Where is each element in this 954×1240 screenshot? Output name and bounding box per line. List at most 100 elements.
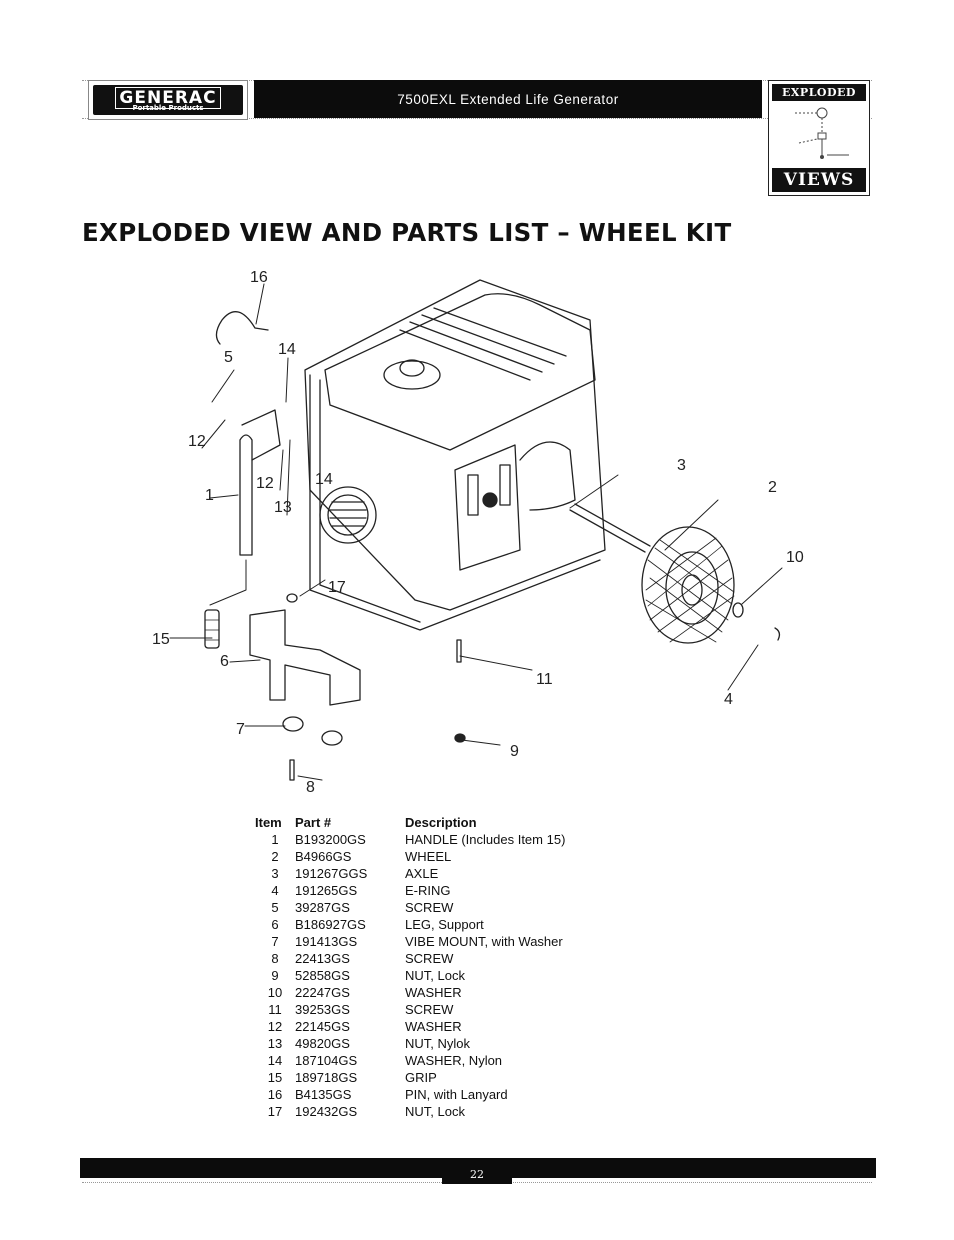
row-part-number: 49820GS <box>295 1036 350 1051</box>
row-item: 12 <box>267 1019 283 1034</box>
row-item: 1 <box>271 832 279 847</box>
page-title: EXPLODED VIEW AND PARTS LIST – WHEEL KIT <box>82 218 732 247</box>
header-description: Description <box>405 815 477 830</box>
row-description: HANDLE (Includes Item 15) <box>405 832 566 847</box>
row-description: WASHER <box>405 1019 462 1034</box>
row-item: 2 <box>271 849 279 864</box>
logo-subtitle: Portable Products <box>132 104 204 112</box>
document-title: 7500EXL Extended Life Generator <box>397 91 619 107</box>
callout-14: 14 <box>278 341 296 358</box>
callout-3: 3 <box>677 457 686 474</box>
row-description: NUT, Lock <box>405 1104 465 1119</box>
fuel-tank <box>324 293 596 451</box>
row-item: 7 <box>271 934 279 949</box>
row-part-number: 22247GS <box>295 985 350 1000</box>
vibe-mount <box>321 730 343 746</box>
table-row: 12 22145GS WASHER <box>255 1018 645 1035</box>
row-description: VIBE MOUNT, with Washer <box>405 934 563 949</box>
row-part-number: 39287GS <box>295 900 350 915</box>
table-row: 2 B4966GS WHEEL <box>255 848 645 865</box>
callout-11: 11 <box>536 671 553 688</box>
callout-8: 8 <box>306 779 315 796</box>
row-item: 4 <box>271 883 279 898</box>
row-item: 8 <box>271 951 279 966</box>
row-description: WASHER, Nylon <box>405 1053 503 1068</box>
fuel-cap <box>383 360 441 390</box>
axle <box>569 503 651 553</box>
callout-7: 7 <box>236 721 245 738</box>
row-description: NUT, Nylok <box>405 1036 471 1051</box>
row-description: WHEEL <box>405 849 452 864</box>
row-part-number: 192432GS <box>295 1104 358 1119</box>
washer-10 <box>732 602 744 618</box>
wheel <box>641 526 735 644</box>
row-part-number: B4966GS <box>295 849 352 864</box>
lanyard-pin-16 <box>215 311 269 345</box>
callout-12: 12 <box>188 433 206 450</box>
callout-14b: 14 <box>315 471 333 488</box>
generator-frame <box>304 279 606 611</box>
support-leg <box>249 609 361 706</box>
page-number: 22 <box>442 1164 512 1184</box>
row-description: PIN, with Lanyard <box>405 1087 508 1102</box>
row-part-number: B186927GS <box>295 917 366 932</box>
table-row: 1 B193200GS HANDLE (Includes Item 15) <box>255 831 645 848</box>
row-part-number: B193200GS <box>295 832 366 847</box>
mini-exploded-icon <box>795 107 849 159</box>
parts-list-table: Item Part # Description 1 B193200GS HANDLE… <box>255 814 645 1120</box>
lock-nut-9 <box>454 733 466 743</box>
row-item: 16 <box>267 1087 283 1102</box>
callout-16: 16 <box>250 269 268 286</box>
header-item: Item <box>255 815 282 830</box>
table-row: 5 39287GS SCREW <box>255 899 645 916</box>
row-description: AXLE <box>405 866 439 881</box>
callout-15: 15 <box>152 631 170 648</box>
parts-table-header: Item Part # Description <box>255 814 645 831</box>
screw-8 <box>289 759 295 781</box>
generac-logo: GENERAC Portable Products <box>88 80 248 120</box>
row-part-number: 22413GS <box>295 951 350 966</box>
header-part-number: Part # <box>295 815 332 830</box>
row-description: SCREW <box>405 900 454 915</box>
callout-1: 1 <box>205 487 214 504</box>
handle <box>239 434 253 556</box>
row-item: 6 <box>271 917 279 932</box>
control-panel <box>454 444 521 571</box>
row-description: WASHER <box>405 985 462 1000</box>
row-item: 5 <box>271 900 279 915</box>
vibe-mount-7 <box>282 716 304 732</box>
row-part-number: 191267GGS <box>295 866 368 881</box>
callout-2: 2 <box>768 479 777 496</box>
engine-fan <box>319 486 377 544</box>
row-description: LEG, Support <box>405 917 484 932</box>
logo-wordmark: GENERAC <box>115 87 221 109</box>
row-part-number: 22145GS <box>295 1019 350 1034</box>
header-rule-bottom <box>82 118 872 119</box>
callout-13: 13 <box>274 499 292 516</box>
row-description: GRIP <box>405 1070 437 1085</box>
screw-11 <box>456 639 462 663</box>
grip <box>204 609 220 649</box>
badge-bottom-label: VIEWS <box>772 168 866 192</box>
table-row: 4 191265GS E-RING <box>255 882 645 899</box>
row-item: 14 <box>267 1053 283 1068</box>
row-description: E-RING <box>405 883 451 898</box>
table-row: 6 B186927GS LEG, Support <box>255 916 645 933</box>
callout-10: 10 <box>786 549 804 566</box>
document-title-bar: 7500EXL Extended Life Generator <box>254 80 762 118</box>
callout-5: 5 <box>224 349 233 366</box>
row-part-number: 191265GS <box>295 883 358 898</box>
row-item: 10 <box>267 985 283 1000</box>
row-description: SCREW <box>405 951 454 966</box>
row-part-number: 189718GS <box>295 1070 358 1085</box>
row-part-number: 52858GS <box>295 968 350 983</box>
lock-nut-17 <box>286 593 298 603</box>
